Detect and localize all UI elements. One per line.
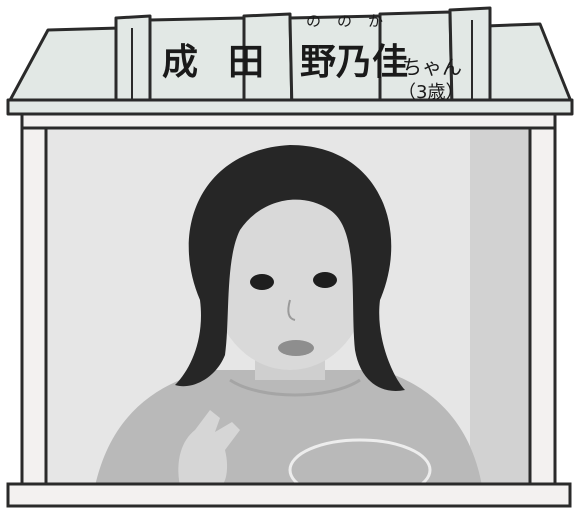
surname-char-2: 田 [228,42,265,83]
name-furigana: ののか [306,12,400,30]
surname-char-1: 成 [162,42,199,83]
given-name: 野乃佳 [300,42,409,83]
roof [6,6,574,116]
frame-border [6,110,572,508]
age-label: （3歳） [398,82,464,103]
child-photo [44,126,532,502]
honorific: ちゃん [402,55,462,79]
